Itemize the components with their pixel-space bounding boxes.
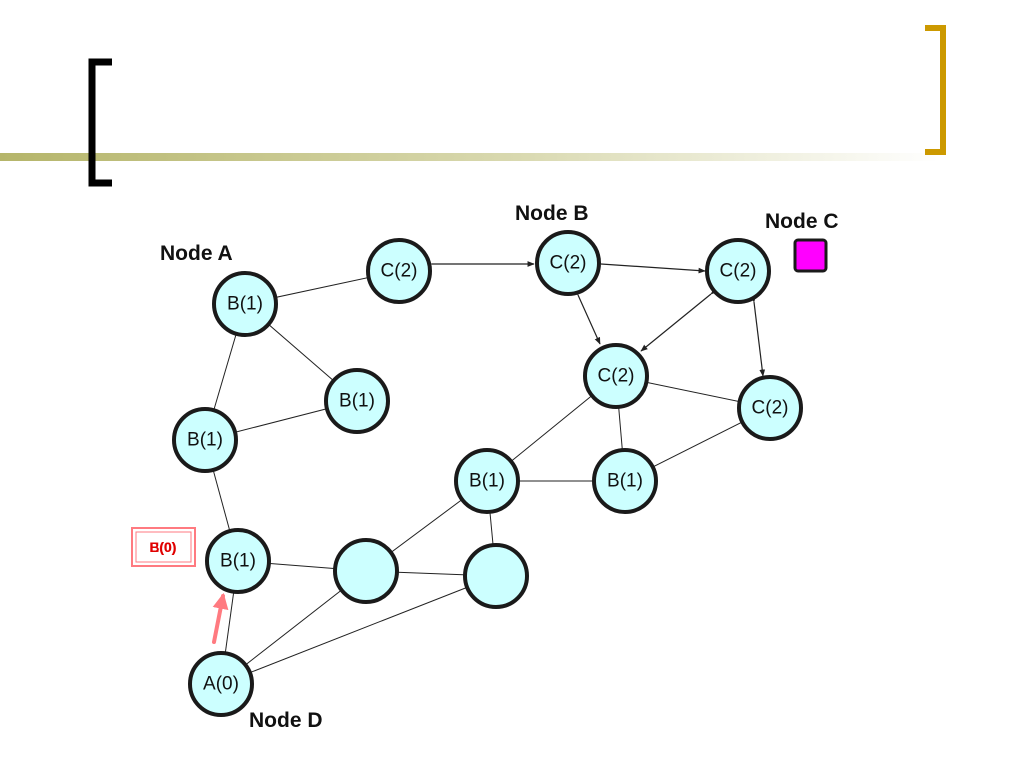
node-c2: C(2): [705, 238, 771, 304]
caption-node-a: Node A: [160, 242, 233, 265]
node-label: B(1): [339, 391, 375, 412]
bidirectional-arrow: [640, 287, 718, 352]
title-decoration: [0, 25, 946, 187]
caption-node-b: Node B: [515, 202, 589, 225]
right-bracket: [925, 25, 946, 155]
nodes: B(1) C(2) C(2) C(2) B(1) C(2): [172, 230, 803, 717]
node-b1: B(1): [212, 271, 278, 337]
node-label: C(2): [752, 398, 789, 419]
left-bracket: [88, 58, 112, 187]
caption-node-d: Node D: [249, 709, 323, 732]
message-box-frame: [131, 527, 196, 567]
bidirectional-links: [425, 260, 766, 377]
message-box: B(0) E(0): [131, 527, 196, 567]
node-empty: [333, 538, 399, 604]
message-box-inner: [135, 531, 192, 563]
node-c2: C(2): [535, 230, 601, 296]
node-b1: B(1): [172, 407, 238, 473]
edge: [220, 575, 497, 685]
node-label: B(1): [227, 294, 263, 315]
title-rule: [0, 153, 940, 161]
bidirectional-arrow: [750, 295, 766, 377]
node-c2: C(2): [737, 375, 803, 441]
node-empty: [463, 543, 529, 609]
node-label: B(1): [469, 471, 505, 492]
bidirectional-arrow: [572, 287, 601, 345]
node-captions: Node A Node B Node C Node D: [160, 202, 839, 732]
node-label: C(2): [598, 366, 635, 387]
node-c2: C(2): [366, 238, 432, 304]
message-arrow: [212, 592, 229, 644]
caption-node-c: Node C: [765, 210, 839, 233]
node-label: C(2): [381, 261, 418, 282]
node-label: C(2): [550, 253, 587, 274]
node-b1: B(1): [454, 448, 520, 514]
node-c2: C(2): [583, 343, 649, 409]
message-label: B(0): [149, 539, 176, 555]
node-label: B(1): [607, 471, 643, 492]
node-label: B(1): [187, 430, 223, 451]
node-b1: B(1): [592, 448, 658, 514]
node-c-marker: [793, 238, 828, 273]
message-overlay-label: E(0): [150, 539, 176, 555]
node-a0: A(0): [188, 651, 254, 717]
node-b1: B(1): [205, 528, 271, 594]
node-label: A(0): [203, 674, 239, 695]
node-label: C(2): [720, 261, 757, 282]
node-label: B(1): [220, 551, 256, 572]
node-b1: B(1): [324, 368, 390, 434]
bidirectional-arrow: [594, 260, 706, 274]
